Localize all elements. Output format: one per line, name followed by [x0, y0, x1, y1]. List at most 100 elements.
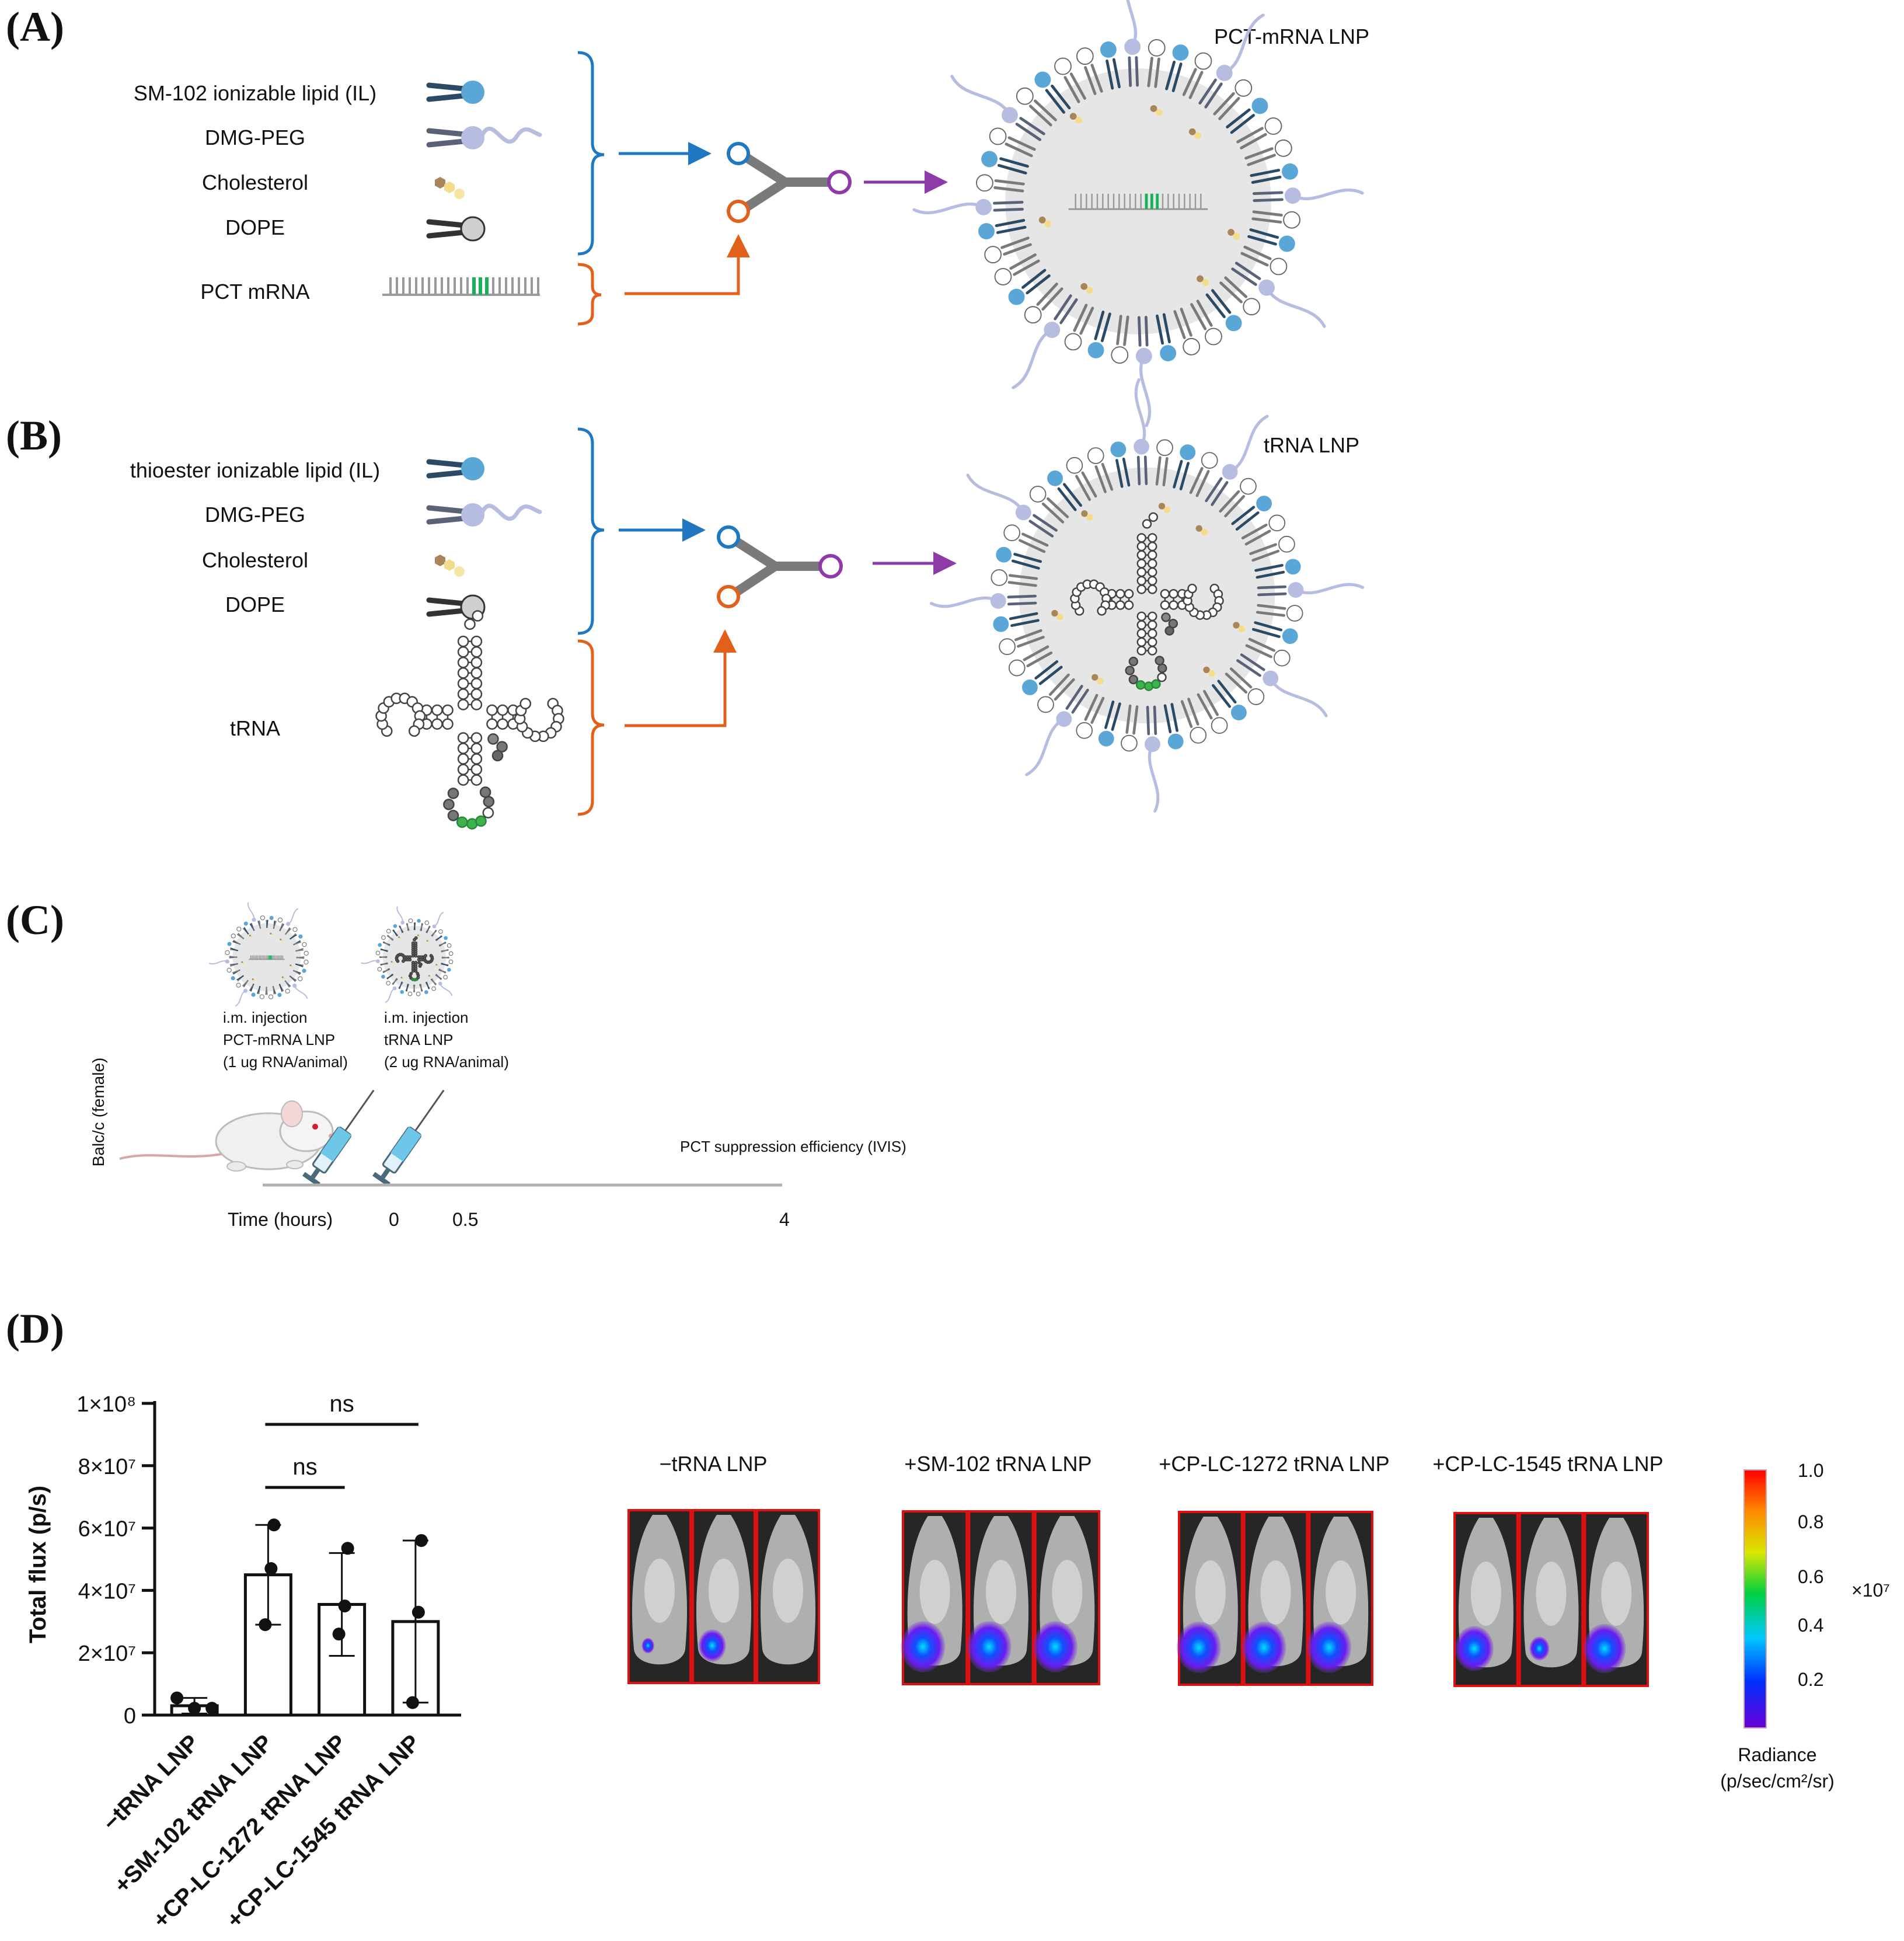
x-tick-labels: −tRNA LNP+SM-102 tRNA LNP+CP-LC-1272 tRN…: [98, 1730, 425, 1933]
dope-icon: [426, 216, 486, 242]
panel-b-orange-bracket: [577, 639, 605, 816]
time-point-0-5: 0.5: [452, 1209, 478, 1230]
mouse-highlight: [1601, 1562, 1632, 1626]
time-axis-label: Time (hours): [228, 1209, 333, 1230]
roi-box: [1453, 1512, 1519, 1687]
colorbar-tick-label: 0.8: [1798, 1511, 1823, 1532]
bioluminescence-signal: [967, 1621, 1012, 1672]
ivis-group-label: −tRNA LNP: [659, 1452, 767, 1476]
roi-box: [627, 1509, 692, 1684]
injection-1-line-3: (1 ug RNA/animal): [223, 1053, 348, 1071]
colorbar-gradient: [1743, 1469, 1767, 1729]
cholesterol-icon: [435, 555, 465, 577]
component-label-dope: DOPE: [225, 593, 285, 616]
bioluminescence-signal: [1242, 1622, 1286, 1673]
y-tick-label: 4×10⁷: [78, 1579, 136, 1604]
panel-a-letter: (A): [6, 4, 64, 50]
y-axis-label: Total flux (p/s): [25, 1486, 51, 1643]
time-point-4: 4: [779, 1209, 790, 1230]
ionizable-lipid-icon: [426, 457, 484, 480]
roi-box: [692, 1509, 756, 1684]
panel-a-component-labels: SM-102 ionizable lipid (IL) DMG-PEG Chol…: [134, 81, 376, 304]
mouse-highlight: [709, 1559, 739, 1623]
component-label-cholesterol: Cholesterol: [202, 548, 308, 572]
colorbar-multiplier: ×10⁷: [1851, 1580, 1890, 1601]
panel-b-product-label: tRNA LNP: [1264, 433, 1359, 457]
ivis-image-group: [1453, 1512, 1649, 1687]
cholesterol-icon: [435, 177, 465, 199]
bioluminescence-signal: [1529, 1636, 1550, 1661]
data-point: [332, 1628, 346, 1641]
panel-a-mixer-icon: [727, 142, 852, 223]
y-tick-label: 6×10⁷: [78, 1517, 136, 1542]
y-tick-label: 2×10⁷: [78, 1642, 136, 1666]
injection-1-line-1: i.m. injection: [223, 1009, 308, 1026]
injection-2-line-2: tRNA LNP: [384, 1031, 454, 1048]
roi-box: [1178, 1511, 1243, 1686]
roi-box: [1034, 1510, 1100, 1685]
bioluminescence-signal: [1455, 1626, 1494, 1671]
injection-2-line-1: i.m. injection: [384, 1009, 469, 1026]
panel-b-letter: (B): [6, 412, 62, 459]
time-point-0: 0: [389, 1209, 399, 1230]
component-label-dope: DOPE: [225, 215, 285, 239]
roi-box: [902, 1510, 968, 1685]
bar-chart: Total flux (p/s) 02×10⁷4×10⁷6×10⁷8×10⁷1×…: [25, 1391, 461, 1933]
peg-lipid-icon: [426, 126, 542, 149]
panel-b-component-labels: thioester ionizable lipid (IL) DMG-PEG C…: [130, 458, 380, 740]
mouse-highlight: [919, 1560, 950, 1624]
syringe-icon: [372, 1089, 445, 1187]
colorbar-unit: (p/sec/cm²/sr): [1720, 1771, 1835, 1792]
panel-c-letter: (C): [6, 897, 64, 943]
bioluminescence-signal: [1033, 1621, 1077, 1672]
component-label-thioester-il: thioester ionizable lipid (IL): [130, 458, 380, 482]
animal-strain-label: Balc/c (female): [89, 1058, 107, 1167]
panel-a-icons: [382, 81, 542, 296]
panel-a-blue-bracket: [577, 51, 605, 256]
data-point: [267, 1518, 281, 1532]
data-point: [259, 1618, 272, 1632]
significance-label: ns: [292, 1454, 317, 1480]
pct-mrna-icon: [382, 277, 540, 296]
y-tick-label: 1×10⁸: [76, 1392, 136, 1417]
trna-lnp-illustration: [929, 378, 1365, 813]
panel-a-cargo-arrow: [625, 234, 750, 295]
injection-2-line-3: (2 ug RNA/animal): [384, 1053, 509, 1071]
syringe-icon: [302, 1089, 375, 1187]
roi-box: [1584, 1512, 1649, 1687]
cargo-label: PCT mRNA: [200, 280, 309, 304]
component-label-peg: DMG-PEG: [205, 126, 305, 149]
colorbar-title: Radiance: [1738, 1744, 1816, 1765]
component-label-peg: DMG-PEG: [205, 503, 305, 527]
data-point: [170, 1691, 184, 1705]
component-label-cholesterol: Cholesterol: [202, 170, 308, 194]
panel-a-product-label: PCT-mRNA LNP: [1214, 25, 1369, 48]
dope-icon: [426, 594, 486, 620]
data-point: [338, 1600, 351, 1613]
bioluminescence-signal: [901, 1621, 946, 1672]
bars: [170, 1518, 440, 1717]
colorbar-tick-label: 0.2: [1798, 1669, 1823, 1690]
mouse-icon: [119, 1100, 334, 1172]
roi-box: [968, 1510, 1034, 1685]
mini-pct-mrna-lnp-icon: [208, 902, 309, 1007]
ivis-group-label: +SM-102 tRNA LNP: [904, 1452, 1092, 1476]
roi-box: [756, 1509, 820, 1684]
ivis-image-group: [627, 1509, 820, 1684]
ivis-group-label: +CP-LC-1545 tRNA LNP: [1432, 1452, 1663, 1476]
ivis-image-group: [1176, 1511, 1373, 1686]
panel-b-icons: [375, 457, 564, 830]
y-tick-label: 0: [124, 1704, 136, 1729]
bioluminescence-signal: [1307, 1622, 1352, 1673]
mouse-highlight: [1052, 1560, 1083, 1624]
peg-lipid-icon: [426, 503, 542, 527]
panel-b-cargo-arrow: [625, 629, 737, 727]
mouse-highlight: [1536, 1562, 1567, 1626]
mouse-highlight: [1195, 1560, 1226, 1625]
roi-box: [1308, 1511, 1373, 1686]
panel-d-letter: (D): [6, 1305, 64, 1352]
injection-1-label: i.m. injection PCT-mRNA LNP (1 ug RNA/an…: [223, 1009, 348, 1071]
